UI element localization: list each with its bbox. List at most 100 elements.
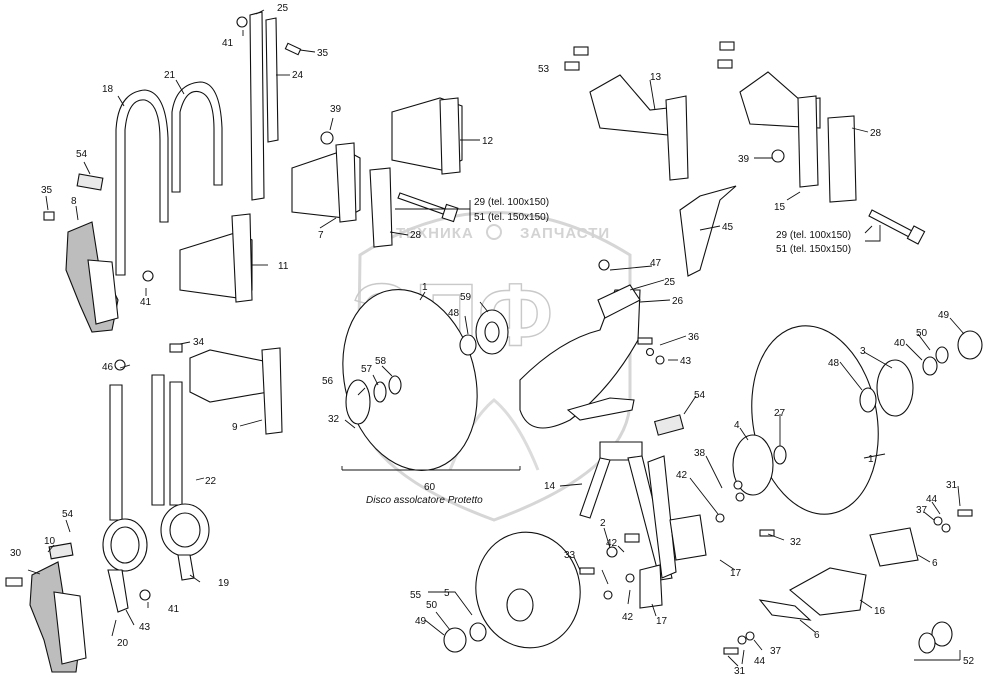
part-3-hub-right [859, 330, 983, 417]
label-37: 37 [770, 646, 782, 657]
label-4: 4 [734, 420, 740, 431]
label-54: 54 [694, 390, 706, 401]
label-42: 42 [622, 612, 634, 623]
label-20: 20 [117, 638, 129, 649]
label-47: 47 [650, 258, 662, 269]
part-7-bracket [291, 142, 393, 248]
label-27: 27 [774, 408, 786, 419]
label-43: 43 [139, 622, 151, 633]
label-11: 11 [278, 261, 289, 272]
label-41: 41 [140, 297, 152, 308]
label-28: 28 [870, 128, 882, 139]
label-10: 10 [44, 536, 56, 547]
label-45: 45 [722, 222, 734, 233]
label-35: 35 [41, 185, 53, 196]
label-32: 32 [790, 537, 802, 548]
label-14: 14 [544, 481, 556, 492]
label-42: 42 [676, 470, 688, 481]
label-46: 46 [102, 362, 114, 373]
part-9-bracket [189, 347, 283, 435]
part-6-16-scrapers [758, 527, 919, 621]
label-54: 54 [62, 509, 74, 520]
label-58: 58 [375, 356, 387, 367]
label-34: 34 [193, 337, 205, 348]
label-17: 17 [730, 568, 742, 579]
part-12-bracket [391, 97, 463, 175]
label-16: 16 [874, 606, 886, 617]
label-40: 40 [894, 338, 906, 349]
label-44: 44 [926, 494, 938, 505]
part-21-spring-tine [171, 81, 223, 193]
gear-icon [486, 224, 502, 240]
label-8: 8 [71, 196, 77, 207]
watermark-left-text: ТЕХНИКА [396, 225, 474, 242]
small-hardware-left [5, 16, 334, 601]
label-48: 48 [828, 358, 840, 369]
label-36: 36 [688, 332, 700, 343]
label-31: 31 [734, 666, 746, 677]
label-55: 55 [410, 590, 422, 601]
label-9: 9 [232, 422, 238, 433]
part-15-arm [739, 71, 857, 203]
part-11-bracket [179, 213, 253, 303]
part-29-bolt-right [868, 209, 926, 245]
watermark-right-text: ЗАПЧАСТИ [520, 225, 610, 242]
label-52: 52 [963, 656, 975, 667]
label-39: 39 [738, 154, 750, 165]
label-59: 59 [460, 292, 472, 303]
label-31: 31 [946, 480, 958, 491]
label-30: 30 [10, 548, 22, 559]
label-49: 49 [938, 310, 950, 321]
label-48: 48 [448, 308, 460, 319]
callout-29-left: 29 (tel. 100x150) [474, 197, 549, 208]
part-17-mount [639, 514, 707, 609]
label-33: 33 [564, 550, 576, 561]
label-49: 49 [415, 616, 427, 627]
label-57: 57 [361, 364, 373, 375]
callout-29-right: 29 (tel. 100x150) [776, 230, 851, 241]
label-18: 18 [102, 84, 114, 95]
label-38: 38 [694, 448, 706, 459]
label-56: 56 [322, 376, 334, 387]
small-hardware-right [579, 149, 973, 655]
label-19: 19 [218, 578, 230, 589]
leader-lines [27, 9, 965, 667]
label-3: 3 [860, 346, 866, 357]
caption-protected-disc: Disco assolcatore Protetto [366, 495, 483, 506]
label-44: 44 [754, 656, 766, 667]
label-6: 6 [932, 558, 938, 569]
label-6: 6 [814, 630, 820, 641]
part-45-blade [679, 185, 737, 277]
label-1: 1 [868, 454, 874, 465]
label-37: 37 [916, 505, 928, 516]
part-5-disc-lower [475, 531, 581, 649]
callout-51-right: 51 (tel. 150x150) [776, 244, 851, 255]
label-53: 53 [538, 64, 550, 75]
label-39: 39 [330, 104, 342, 115]
label-60: 60 [424, 482, 436, 493]
part-59-48-hub [459, 309, 509, 356]
label-7: 7 [318, 230, 324, 241]
part-18-spring-tine [115, 89, 169, 276]
label-13: 13 [650, 72, 662, 83]
label-25: 25 [664, 277, 676, 288]
label-28: 28 [410, 230, 422, 241]
part-24-flat-bar [249, 11, 279, 201]
label-42: 42 [606, 538, 618, 549]
label-26: 26 [672, 296, 684, 307]
part-1-disc-right [751, 325, 879, 515]
part-29-bolt-left [397, 192, 459, 223]
part-10-shield [29, 561, 87, 673]
part-56-57-58-hub [345, 375, 402, 425]
part-52-fitting [918, 621, 953, 654]
part-49-50-cap-lower [443, 622, 487, 653]
label-41: 41 [222, 38, 234, 49]
label-2: 2 [600, 518, 606, 529]
label-24: 24 [292, 70, 304, 81]
part-labels: 25 41 35 24 21 18 39 12 54 35 8 29 (tel.… [10, 3, 975, 677]
label-50: 50 [916, 328, 928, 339]
part-22-coil-tine [151, 374, 210, 581]
callout-51-left: 51 (tel. 150x150) [474, 212, 549, 223]
